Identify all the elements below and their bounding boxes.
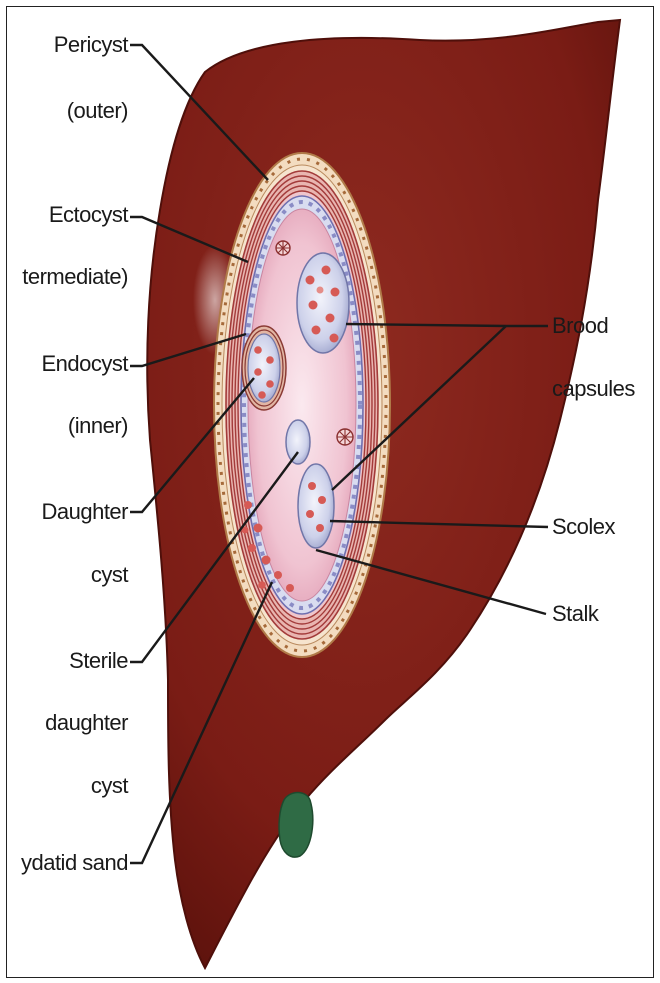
label-brood-line1: Brood <box>552 313 608 338</box>
label-pericyst-line1: Pericyst <box>54 32 129 57</box>
label-ectocyst-line2: termediate) <box>22 264 128 289</box>
label-daughter-line2: cyst <box>91 562 129 587</box>
label-daughter-line1: Daughter <box>41 499 128 524</box>
daughter-cyst <box>242 326 286 410</box>
label-scolex: Scolex <box>552 514 616 539</box>
gallbladder <box>279 793 313 858</box>
hydatid-cyst <box>214 153 390 657</box>
label-endocyst-line1: Endocyst <box>42 351 129 376</box>
label-sterile-line1: Sterile <box>69 648 128 673</box>
brood-capsule-upper <box>297 253 349 353</box>
label-stalk: Stalk <box>552 601 600 626</box>
brood-capsule-lower <box>298 464 334 548</box>
label-hydatid-sand: ydatid sand <box>21 850 128 875</box>
label-endocyst-line2: (inner) <box>68 413 128 438</box>
label-sterile-line3: cyst <box>91 773 129 798</box>
sterile-daughter-cyst <box>286 420 310 464</box>
free-scolex-right <box>337 429 353 445</box>
label-pericyst-line2: (outer) <box>67 98 128 123</box>
label-sterile-line2: daughter <box>45 710 128 735</box>
label-brood-line2: capsules <box>552 376 635 401</box>
free-scolex-top <box>276 241 290 255</box>
label-ectocyst-line1: Ectocyst <box>49 202 129 227</box>
